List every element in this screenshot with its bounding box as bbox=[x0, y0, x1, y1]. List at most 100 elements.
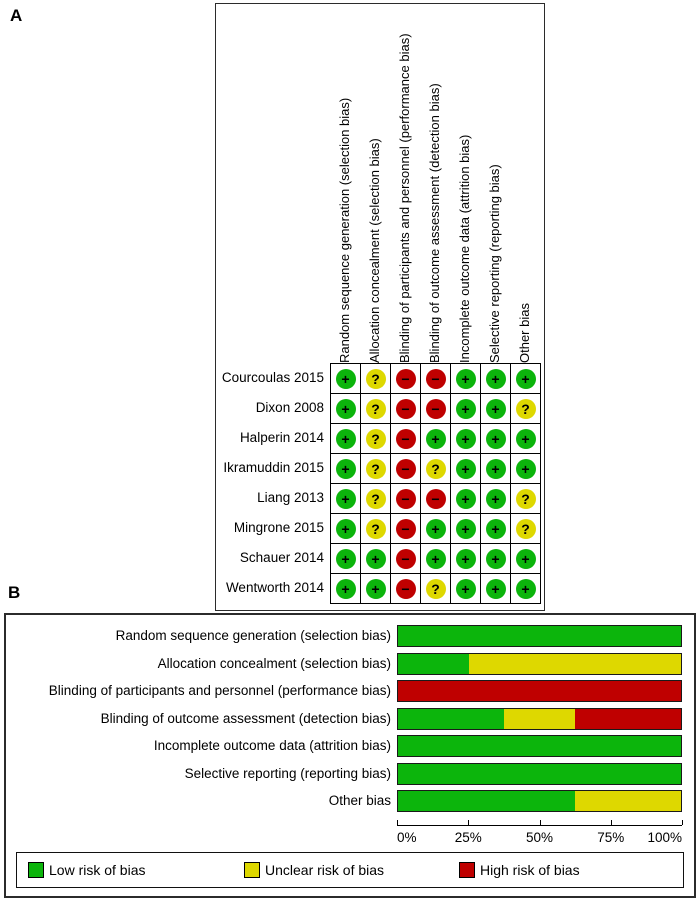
stacked-bar bbox=[397, 762, 682, 785]
x-axis-tick bbox=[682, 820, 683, 825]
judgement-high-icon: − bbox=[425, 368, 446, 389]
x-axis-tick bbox=[610, 820, 612, 825]
judgement-unclear-icon: ? bbox=[515, 398, 536, 419]
judgement-cell: ? bbox=[361, 454, 391, 484]
judgement-unclear-icon: ? bbox=[365, 458, 386, 479]
judgement-cell: + bbox=[451, 364, 481, 394]
judgement-cell: ? bbox=[421, 574, 451, 604]
judgement-cell: − bbox=[391, 484, 421, 514]
judgement-low-icon: + bbox=[485, 428, 506, 449]
x-axis-tick bbox=[468, 820, 470, 825]
judgement-low-icon: + bbox=[335, 548, 356, 569]
judgement-low-icon: + bbox=[335, 398, 356, 419]
bar-category-label: Other bias bbox=[328, 793, 391, 808]
bar-segment-unclear bbox=[574, 791, 681, 811]
judgement-unclear-icon: ? bbox=[515, 518, 536, 539]
x-axis-tick bbox=[397, 820, 398, 825]
bar-category-label: Allocation concealment (selection bias) bbox=[157, 655, 391, 671]
panel-a-label: A bbox=[10, 6, 23, 25]
judgement-cell: + bbox=[451, 424, 481, 454]
legend-entry-unclear: Unclear risk of bias bbox=[244, 853, 384, 887]
judgement-low-icon: + bbox=[365, 578, 386, 599]
stacked-bar bbox=[397, 707, 682, 730]
judgement-low-icon: + bbox=[485, 488, 506, 509]
judgement-low-icon: + bbox=[335, 458, 356, 479]
judgement-low-icon: + bbox=[425, 428, 446, 449]
judgement-cell: − bbox=[391, 544, 421, 574]
judgement-cell: + bbox=[331, 484, 361, 514]
study-label: Dixon 2008 bbox=[255, 400, 324, 415]
judgement-low-icon: + bbox=[485, 398, 506, 419]
judgement-cell: ? bbox=[361, 364, 391, 394]
judgement-cell: + bbox=[331, 544, 361, 574]
bar-category-label: Random sequence generation (selection bi… bbox=[115, 628, 391, 643]
judgement-cell: ? bbox=[361, 424, 391, 454]
x-tick-label: 0% bbox=[397, 830, 417, 845]
judgement-cell: + bbox=[421, 424, 451, 454]
judgement-cell: − bbox=[421, 484, 451, 514]
judgement-low-icon: + bbox=[335, 578, 356, 599]
judgement-cell: − bbox=[391, 454, 421, 484]
unclear-risk-swatch-icon bbox=[244, 862, 260, 878]
judgement-low-icon: + bbox=[455, 428, 476, 449]
judgement-low-icon: + bbox=[335, 368, 356, 389]
judgement-high-icon: − bbox=[395, 488, 416, 509]
judgement-low-icon: + bbox=[485, 458, 506, 479]
bar-category-label: Selective reporting (reporting bias) bbox=[184, 765, 391, 781]
judgement-low-icon: + bbox=[485, 518, 506, 539]
judgement-cell: ? bbox=[361, 484, 391, 514]
legend-label-high: High risk of bias bbox=[480, 862, 580, 878]
bar-segment-low bbox=[398, 653, 469, 674]
judgement-unclear-icon: ? bbox=[515, 488, 536, 509]
judgement-cell: + bbox=[511, 364, 541, 394]
judgement-cell: + bbox=[331, 364, 361, 394]
judgement-unclear-icon: ? bbox=[365, 398, 386, 419]
judgement-low-icon: + bbox=[515, 458, 536, 479]
judgement-low-icon: + bbox=[455, 458, 476, 479]
judgement-high-icon: − bbox=[395, 368, 416, 389]
panel-b-risk-of-bias-graph: Random sequence generation (selection bi… bbox=[4, 613, 696, 898]
domain-column-header: Random sequence generation (selection bi… bbox=[337, 97, 352, 363]
domain-column-header: Blinding of participants and personnel (… bbox=[397, 33, 412, 363]
judgement-low-icon: + bbox=[455, 518, 476, 539]
judgement-unclear-icon: ? bbox=[425, 458, 446, 479]
study-label: Wentworth 2014 bbox=[225, 580, 324, 595]
judgement-cell: + bbox=[511, 544, 541, 574]
judgement-unclear-icon: ? bbox=[365, 428, 386, 449]
judgement-low-icon: + bbox=[335, 428, 356, 449]
domain-column-header: Allocation concealment (selection bias) bbox=[367, 138, 382, 363]
judgement-low-icon: + bbox=[485, 548, 506, 569]
bar-segment-unclear bbox=[468, 653, 681, 674]
judgement-cell: − bbox=[391, 574, 421, 604]
judgement-cell: + bbox=[511, 454, 541, 484]
judgement-cell: + bbox=[481, 424, 511, 454]
judgement-cell: + bbox=[451, 484, 481, 514]
judgement-unclear-icon: ? bbox=[365, 518, 386, 539]
judgement-cell: + bbox=[331, 574, 361, 604]
judgement-cell: + bbox=[331, 394, 361, 424]
judgement-low-icon: + bbox=[455, 488, 476, 509]
judgement-cell: ? bbox=[511, 484, 541, 514]
judgement-cell: + bbox=[361, 544, 391, 574]
legend-entry-low: Low risk of bias bbox=[28, 853, 145, 887]
domain-column-header: Incomplete outcome data (attrition bias) bbox=[457, 134, 472, 363]
bar-category-label: Blinding of outcome assessment (detectio… bbox=[100, 710, 391, 726]
x-tick-label: 75% bbox=[597, 830, 625, 845]
panel-a-risk-of-bias-summary: Random sequence generation (selection bi… bbox=[215, 3, 545, 611]
judgement-high-icon: − bbox=[395, 578, 416, 599]
judgement-low-icon: + bbox=[515, 578, 536, 599]
high-risk-swatch-icon bbox=[459, 862, 475, 878]
judgement-cell: − bbox=[391, 424, 421, 454]
judgement-cell: − bbox=[391, 394, 421, 424]
study-label: Schauer 2014 bbox=[239, 550, 324, 565]
judgement-cell: + bbox=[481, 394, 511, 424]
judgement-cell: + bbox=[481, 514, 511, 544]
judgement-cell: + bbox=[511, 574, 541, 604]
judgement-high-icon: − bbox=[395, 428, 416, 449]
legend-label-unclear: Unclear risk of bias bbox=[265, 862, 385, 878]
judgement-cell: + bbox=[481, 364, 511, 394]
judgement-cell: + bbox=[451, 514, 481, 544]
study-label: Halperin 2014 bbox=[239, 430, 324, 445]
judgement-cell: − bbox=[421, 364, 451, 394]
stacked-bar bbox=[397, 652, 682, 675]
